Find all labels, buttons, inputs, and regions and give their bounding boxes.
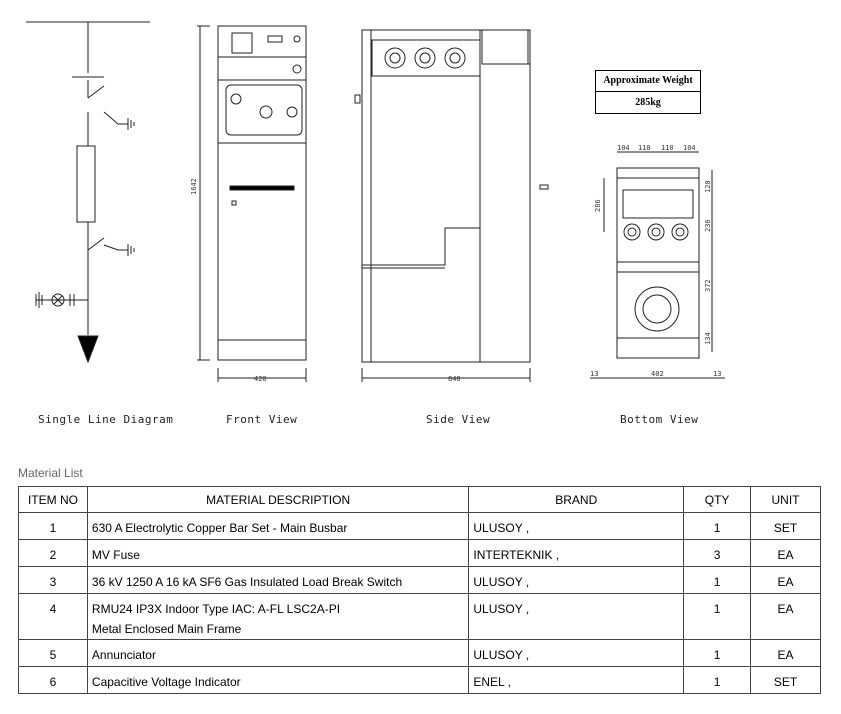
dim-bottom-right-4: 134 — [704, 332, 712, 345]
dim-front-width: 420 — [254, 375, 267, 383]
dim-bottom-margin-left: 13 — [590, 370, 598, 378]
item-brand: INTERTEKNIK , — [473, 548, 560, 562]
dim-bottom-top-1: 104 — [617, 144, 630, 152]
table-row: 2 MV Fuse INTERTEKNIK , 3 EA — [18, 539, 821, 567]
item-unit: SET — [773, 675, 798, 689]
label-bottom-view: Bottom View — [620, 413, 699, 426]
material-table: ITEM NO MATERIAL DESCRIPTION BRAND QTY U… — [18, 486, 821, 694]
table-row: 4 RMU24 IP3X Indoor Type IAC: A-FL LSC2A… — [18, 593, 821, 640]
dim-bottom-right-1: 120 — [704, 180, 712, 193]
weight-title: Approximate Weight — [596, 71, 700, 92]
item-unit: SET — [773, 521, 798, 535]
item-no: 6 — [49, 675, 57, 689]
item-no: 3 — [49, 575, 57, 589]
bottom-view-drawing — [590, 151, 725, 379]
item-brand: ENEL , — [473, 675, 511, 689]
col-header-item-no: ITEM NO — [18, 486, 88, 513]
item-description: 36 kV 1250 A 16 kA SF6 Gas Insulated Loa… — [91, 575, 403, 589]
front-view-drawing — [197, 25, 307, 382]
item-unit: EA — [777, 548, 794, 562]
item-brand: ULUSOY , — [473, 602, 530, 616]
dim-front-height: 1642 — [190, 178, 198, 195]
table-row: 6 Capacitive Voltage Indicator ENEL , 1 … — [18, 666, 821, 694]
col-header-unit: UNIT — [750, 486, 821, 513]
dim-bottom-top-2: 110 — [638, 144, 651, 152]
dim-bottom-right-3: 372 — [704, 279, 712, 292]
item-description-line-2: Metal Enclosed Main Frame — [91, 622, 242, 636]
weight-value: 285kg — [635, 97, 661, 108]
item-unit: EA — [777, 648, 794, 662]
item-qty: 1 — [713, 575, 721, 589]
item-qty: 1 — [713, 602, 721, 616]
item-unit: EA — [777, 575, 794, 589]
side-view-drawing — [354, 29, 549, 382]
label-front-view: Front View — [226, 413, 298, 426]
dim-side-width: 848 — [448, 375, 461, 383]
item-qty: 1 — [713, 675, 721, 689]
single-line-diagram — [26, 21, 150, 364]
item-qty: 1 — [713, 648, 721, 662]
table-row: 1 630 A Electrolytic Copper Bar Set - Ma… — [18, 512, 821, 540]
col-header-brand: BRAND — [468, 486, 685, 513]
item-qty: 3 — [713, 548, 721, 562]
item-description: MV Fuse — [91, 548, 140, 562]
item-brand: ULUSOY , — [473, 648, 530, 662]
item-unit: EA — [777, 602, 794, 616]
item-description: Capacitive Voltage Indicator — [91, 675, 241, 689]
label-side-view: Side View — [426, 413, 491, 426]
item-qty: 1 — [713, 521, 721, 535]
item-brand: ULUSOY , — [473, 575, 530, 589]
material-list-title: Material List — [18, 466, 83, 480]
table-row: 5 Annunciator ULUSOY , 1 EA — [18, 639, 821, 667]
item-no: 2 — [49, 548, 57, 562]
dim-bottom-right-2: 236 — [704, 219, 712, 232]
item-description: Annunciator — [91, 648, 156, 662]
label-single-line-diagram: Single Line Diagram — [38, 413, 174, 426]
item-no: 5 — [49, 648, 57, 662]
table-header-row: ITEM NO MATERIAL DESCRIPTION BRAND QTY U… — [18, 486, 821, 513]
item-brand: ULUSOY , — [473, 521, 530, 535]
technical-drawings: 1642 420 848 104 110 110 104 286 120 236… — [26, 21, 725, 383]
dim-bottom-margin-right: 13 — [713, 370, 721, 378]
dim-bottom-width: 402 — [651, 370, 664, 378]
dim-bottom-top-4: 104 — [683, 144, 696, 152]
table-row: 3 36 kV 1250 A 16 kA SF6 Gas Insulated L… — [18, 566, 821, 594]
dim-bottom-top-3: 110 — [661, 144, 674, 152]
item-description: 630 A Electrolytic Copper Bar Set - Main… — [91, 521, 348, 535]
col-header-description: MATERIAL DESCRIPTION — [86, 486, 470, 513]
item-no: 4 — [49, 602, 57, 616]
item-description: RMU24 IP3X Indoor Type IAC: A-FL LSC2A-P… — [91, 602, 341, 616]
item-no: 1 — [49, 521, 57, 535]
col-header-qty: QTY — [683, 486, 752, 513]
dim-bottom-left: 286 — [594, 199, 602, 212]
weight-box: Approximate Weight 285kg — [595, 70, 701, 114]
